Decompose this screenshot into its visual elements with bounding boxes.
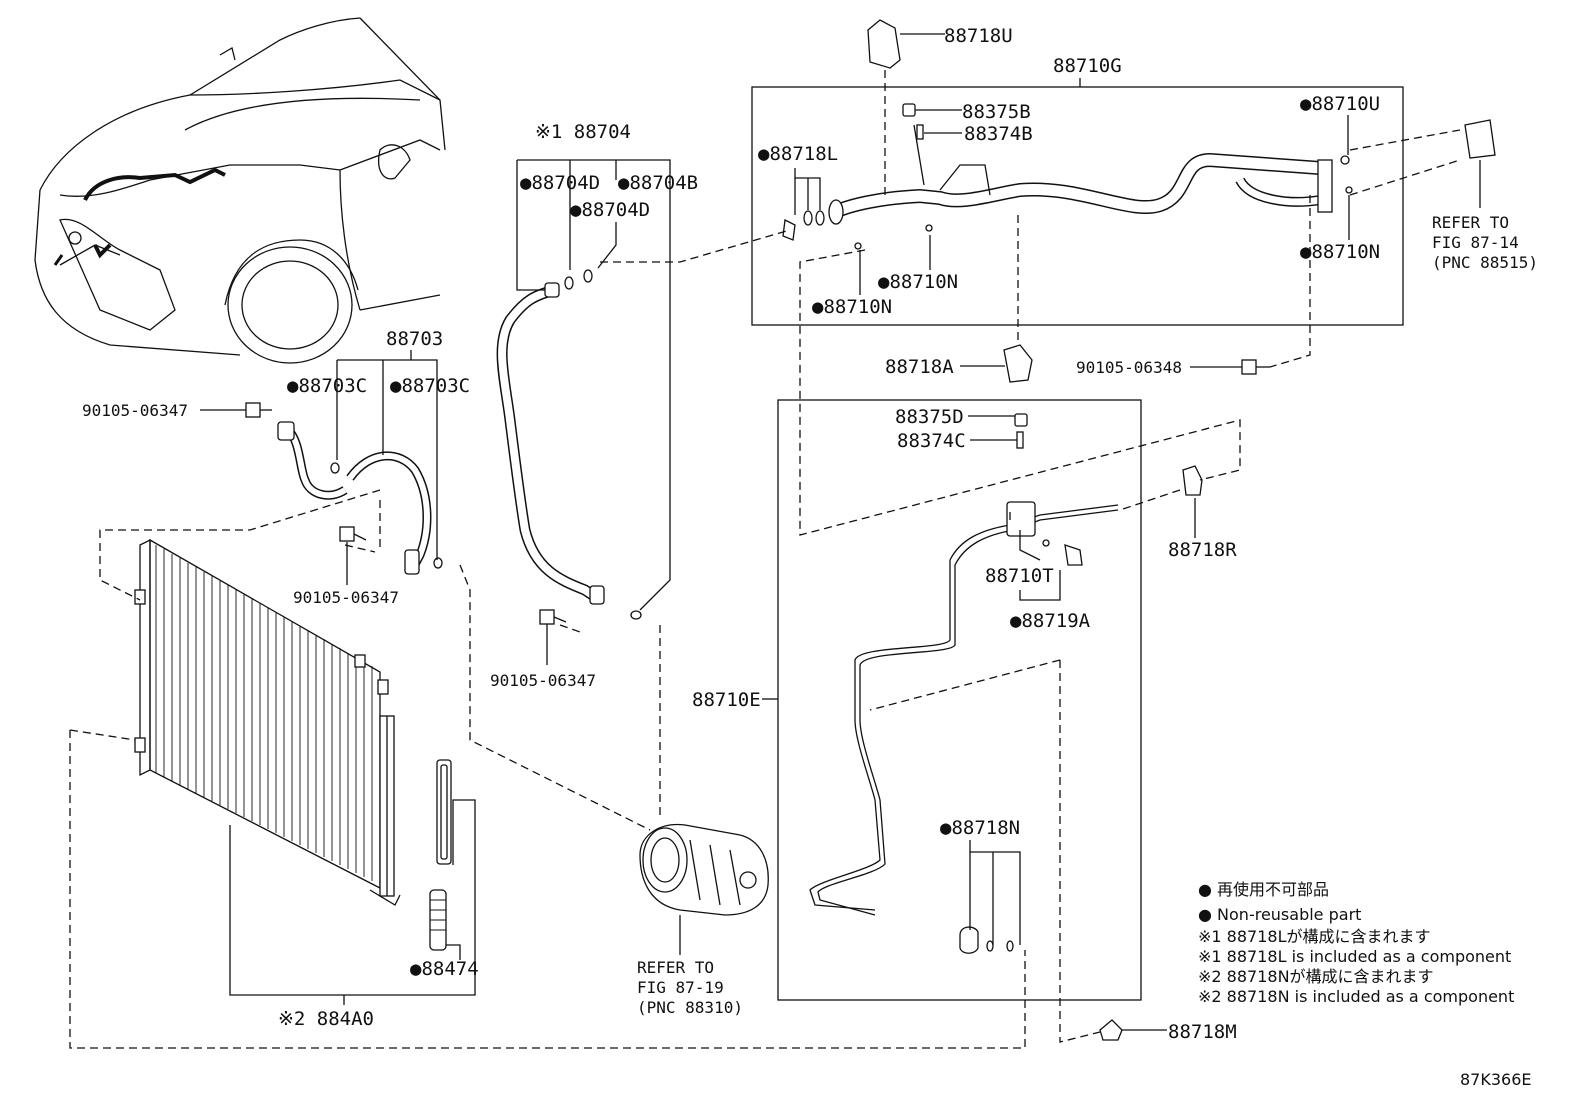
label-88704B: ●88704B	[618, 172, 698, 194]
label-88718R: 88718R	[1168, 539, 1237, 561]
clip-88718U	[867, 19, 901, 69]
refer-fig-87-19: REFER TO FIG 87-19 (PNC 88310)	[637, 958, 743, 1017]
bolt-parts	[245, 359, 1270, 625]
legend-line-3: ※1 88718Lが構成に含まれます	[1198, 927, 1431, 946]
hose-88703	[277, 421, 443, 575]
label-88710E: 88710E	[692, 689, 761, 711]
legend: ● 再使用不可部品 ● Non-reusable part ※1 88718Lが…	[1198, 880, 1514, 1006]
dashed-connectors	[69, 70, 1461, 1049]
label-88718U: 88718U	[944, 25, 1013, 47]
label-90105-06348: 90105-06348	[1076, 358, 1182, 377]
label-88718M: 88718M	[1168, 1021, 1237, 1043]
refer-fig-87-14: REFER TO FIG 87-14 (PNC 88515)	[1432, 213, 1538, 272]
label-88710G: 88710G	[1053, 55, 1122, 77]
legend-line-1: ● 再使用不可部品	[1198, 880, 1329, 899]
label-88710T: 88710T	[985, 565, 1054, 587]
legend-line-2: ● Non-reusable part	[1198, 905, 1361, 924]
label-88704: ※1 88704	[535, 121, 631, 143]
leader-lines	[200, 33, 1481, 1031]
clip-88718A	[1003, 344, 1033, 383]
hose-88704	[496, 269, 642, 620]
label-90105-06347-top: 90105-06347	[82, 401, 188, 420]
label-88703C-left: ●88703C	[287, 375, 367, 397]
label-88718L: ●88718L	[758, 143, 838, 165]
expansion-valve-ref	[1464, 119, 1496, 159]
label-88710N-right: ●88710N	[1300, 241, 1380, 263]
label-88718N: ●88718N	[940, 817, 1020, 839]
svg-text:REFER TO: REFER TO	[1432, 213, 1509, 232]
label-884A0: ※2 884A0	[278, 1008, 374, 1030]
svg-text:(PNC 88310): (PNC 88310)	[637, 998, 743, 1017]
label-88375D: 88375D	[895, 406, 964, 428]
legend-line-4: ※1 88718L is included as a component	[1198, 947, 1511, 966]
figure-code: 87K366E	[1460, 1070, 1532, 1089]
label-88718A: 88718A	[885, 356, 954, 378]
legend-line-5: ※2 88718Nが構成に含まれます	[1198, 967, 1434, 986]
compressor	[639, 823, 769, 916]
label-88374B: 88374B	[964, 123, 1033, 145]
label-90105-06347-mid: 90105-06347	[293, 588, 399, 607]
label-88710N-mid: ●88710N	[878, 271, 958, 293]
tube-88710G-group	[751, 86, 1404, 326]
legend-line-6: ※2 88718N is included as a component	[1198, 987, 1514, 1006]
label-88703: 88703	[386, 328, 443, 350]
label-88710N-left: ●88710N	[812, 296, 892, 318]
vehicle-outline	[34, 17, 446, 364]
tube-88710E-group	[777, 399, 1203, 1041]
label-90105-06347-bottom: 90105-06347	[490, 671, 596, 690]
svg-text:FIG 87-19: FIG 87-19	[637, 978, 724, 997]
label-88719A: ●88719A	[1010, 610, 1091, 632]
label-88703C-right: ●88703C	[390, 375, 470, 397]
label-88375B: 88375B	[962, 101, 1031, 123]
desiccant-parts	[429, 759, 452, 951]
label-88704D-upper: ●88704D	[520, 172, 600, 194]
svg-text:FIG 87-14: FIG 87-14	[1432, 233, 1519, 252]
label-88374C: 88374C	[897, 430, 966, 452]
condenser	[134, 538, 401, 906]
label-88704D-lower: ●88704D	[570, 199, 650, 221]
label-88474: ●88474	[410, 958, 479, 980]
part-labels: 88718U 88710G 88375B 88374B ●88710U ●887…	[82, 25, 1380, 1043]
svg-text:(PNC 88515): (PNC 88515)	[1432, 253, 1538, 272]
label-88710U: ●88710U	[1300, 93, 1380, 115]
svg-text:REFER TO: REFER TO	[637, 958, 714, 977]
